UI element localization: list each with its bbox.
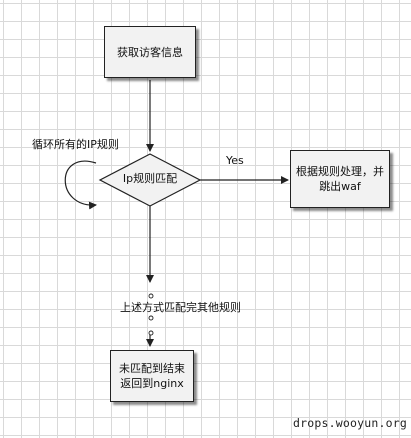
ellipsis-dot — [148, 315, 154, 321]
handle-node-label: 根据规则处理，并跳出waf — [296, 165, 384, 193]
watermark: drops.wooyun.org — [293, 416, 407, 430]
ellipsis-label: 上述方式匹配完其他规则 — [120, 301, 241, 314]
ellipsis-dot — [148, 330, 154, 336]
start-node-label: 获取访客信息 — [117, 45, 183, 59]
loop-arrow — [64, 160, 97, 210]
start-node: 获取访客信息 — [104, 26, 196, 78]
loop-label: 循环所有的IP规则 — [32, 138, 119, 151]
ellipsis-dot — [148, 293, 154, 299]
end-node: 未匹配到结束返回到nginx — [110, 350, 194, 402]
decision-label: Ip规则匹配 — [122, 172, 178, 185]
yes-label: Yes — [226, 154, 244, 167]
handle-node: 根据规则处理，并跳出waf — [290, 150, 390, 208]
end-node-label: 未匹配到结束返回到nginx — [119, 362, 185, 390]
